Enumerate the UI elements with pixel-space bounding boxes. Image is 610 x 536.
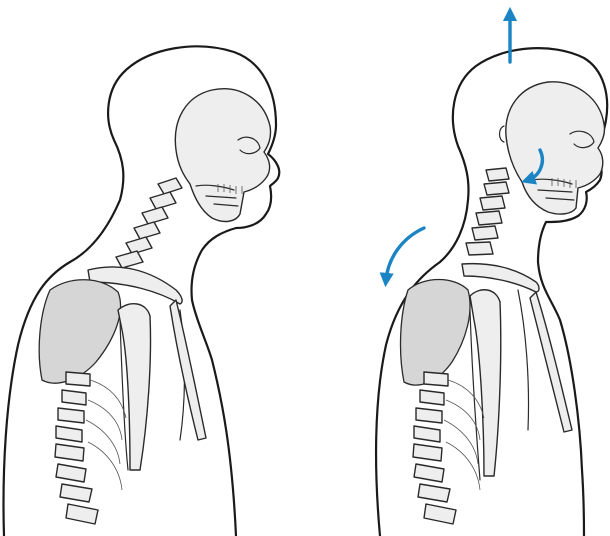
right-sternum <box>530 292 572 432</box>
left-scapula <box>39 280 120 383</box>
right-ear <box>500 126 505 142</box>
right-clavicle <box>462 264 539 292</box>
right-scapula <box>401 280 471 386</box>
left-thoracic-spine <box>55 372 98 524</box>
right-skull <box>506 82 605 214</box>
right-figure-corrected <box>376 14 607 536</box>
right-humerus <box>470 290 501 476</box>
left-ribs <box>86 380 126 490</box>
left-sternum <box>170 300 206 440</box>
left-figure-forward-head <box>4 46 280 536</box>
left-cervical-spine <box>116 178 182 268</box>
left-skull <box>175 89 270 222</box>
right-ribs <box>444 380 484 490</box>
curved-arrow-icon <box>386 228 424 280</box>
right-thoracic-spine <box>413 372 456 524</box>
right-cervical-spine <box>466 168 509 255</box>
